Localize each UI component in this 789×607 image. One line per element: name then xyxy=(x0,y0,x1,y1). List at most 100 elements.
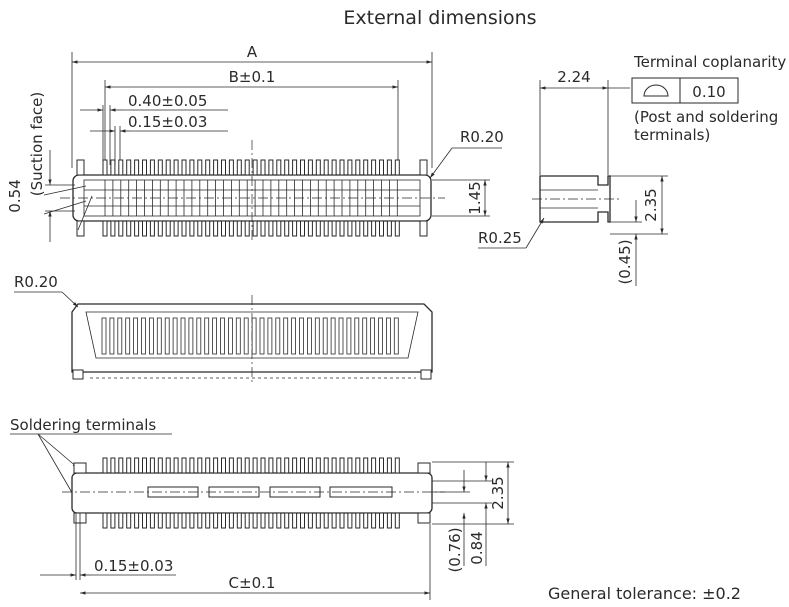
terminal-pin xyxy=(110,159,116,176)
terminal-pin xyxy=(315,220,321,237)
terminal-pin xyxy=(379,220,384,237)
terminal-slot xyxy=(180,317,186,355)
terminal-pin xyxy=(126,159,132,176)
terminal-pin xyxy=(315,159,321,176)
terminal-pin xyxy=(213,220,219,237)
page-title: External dimensions xyxy=(343,7,536,29)
terminal-slot xyxy=(259,317,265,355)
terminal-pin xyxy=(386,220,392,237)
terminal-pin xyxy=(110,512,116,529)
terminal-pin xyxy=(134,220,140,237)
dim-pin-width-bottom-label: 0.15±0.03 xyxy=(94,557,173,575)
dim-224-label: 2.24 xyxy=(557,68,590,86)
terminal-pin xyxy=(244,512,250,529)
terminal-pin xyxy=(102,457,108,474)
terminal-pin xyxy=(126,457,132,474)
terminal-pin xyxy=(323,512,329,529)
terminal-pin xyxy=(205,159,211,176)
terminal-pin xyxy=(236,512,242,529)
terminal-pin xyxy=(355,457,361,474)
terminal-pin xyxy=(331,220,337,237)
terminal-slot xyxy=(212,317,218,355)
terminal-pin xyxy=(181,457,187,474)
terminal-pin xyxy=(260,512,266,529)
profile-view: R0.20 xyxy=(14,273,433,382)
dim-pitch-label: 0.40±0.05 xyxy=(128,92,207,110)
terminal-pin xyxy=(363,512,369,529)
terminal-pin xyxy=(371,512,377,529)
dim-235-side-label: 2.35 xyxy=(642,188,660,221)
terminal-pin xyxy=(165,457,171,474)
terminal-pin xyxy=(323,220,329,237)
terminal-pin xyxy=(118,220,124,237)
terminal-pin xyxy=(157,220,163,237)
terminal-pin xyxy=(260,457,266,474)
terminal-pin xyxy=(315,512,321,529)
terminal-pin xyxy=(213,512,219,529)
terminal-slot xyxy=(164,317,170,355)
terminal-pin xyxy=(379,159,384,176)
terminal-pin xyxy=(300,457,305,474)
terminal-pin xyxy=(300,159,305,176)
terminal-pin xyxy=(292,457,298,474)
terminal-pin xyxy=(339,159,345,176)
terminal-pin xyxy=(347,512,353,529)
terminal-slot xyxy=(330,317,336,355)
terminal-slot xyxy=(235,317,241,355)
terminal-pin xyxy=(284,220,290,237)
terminal-pin xyxy=(331,457,337,474)
terminal-pin xyxy=(252,159,258,176)
terminal-pin xyxy=(181,159,187,176)
terminal-pin xyxy=(394,512,400,529)
terminal-pin xyxy=(386,159,392,176)
terminal-slot xyxy=(117,317,123,355)
radius-mid-label: R0.20 xyxy=(14,273,58,291)
terminal-pin xyxy=(134,512,140,529)
terminal-pin xyxy=(157,457,163,474)
radius-top-label: R0.20 xyxy=(460,128,504,146)
terminal-pin xyxy=(236,220,242,237)
terminal-pin xyxy=(118,457,124,474)
terminal-slot xyxy=(133,317,139,355)
bottom-view-terminals xyxy=(102,457,400,529)
dim-145-label: 1.45 xyxy=(466,181,484,214)
terminal-pin xyxy=(371,220,377,237)
terminal-pin xyxy=(339,220,345,237)
coplanarity-value: 0.10 xyxy=(692,83,725,101)
terminal-pin xyxy=(363,220,369,237)
side-view: 2.24 2.35 (0.45) R0.25 xyxy=(478,68,668,286)
terminal-pin xyxy=(181,512,187,529)
dim-c-label: C±0.1 xyxy=(229,574,276,592)
terminal-pin xyxy=(118,512,124,529)
terminal-pin xyxy=(252,220,258,237)
terminal-pin xyxy=(149,159,155,176)
terminal-pin xyxy=(228,159,234,176)
terminal-pin xyxy=(197,457,203,474)
terminal-pin xyxy=(165,159,171,176)
terminal-pin xyxy=(307,457,313,474)
terminal-pin xyxy=(142,220,147,237)
terminal-pin xyxy=(189,159,195,176)
terminal-pin xyxy=(339,512,345,529)
terminal-pin xyxy=(102,512,108,529)
terminal-pin xyxy=(252,512,258,529)
terminal-pin xyxy=(355,220,361,237)
top-view: A B±0.1 0.40±0.05 0.15±0.03 xyxy=(6,43,504,242)
terminal-pin xyxy=(157,512,163,529)
dim-084-label: 0.84 xyxy=(468,531,486,564)
terminal-pin xyxy=(149,220,155,237)
terminal-slot xyxy=(188,317,194,355)
terminal-pin xyxy=(363,457,369,474)
terminal-slot xyxy=(172,317,178,355)
dim-b-label: B±0.1 xyxy=(229,68,276,86)
terminal-pin xyxy=(173,512,179,529)
terminal-pin xyxy=(284,159,290,176)
dim-a-label: A xyxy=(247,43,258,61)
terminal-pin xyxy=(126,220,132,237)
terminal-slot xyxy=(291,317,297,355)
terminal-pin xyxy=(173,159,179,176)
terminal-slot xyxy=(148,317,154,355)
terminal-pin xyxy=(268,220,274,237)
terminal-pin xyxy=(189,512,195,529)
terminal-pin xyxy=(363,159,369,176)
